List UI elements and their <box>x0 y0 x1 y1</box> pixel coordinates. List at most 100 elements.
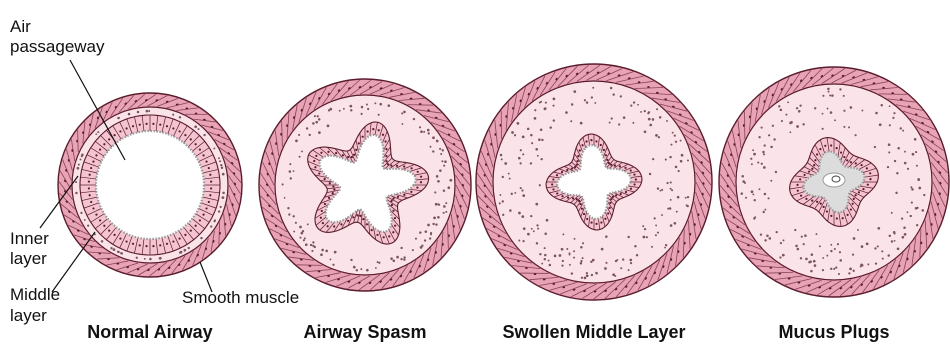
epithelial-nucleus <box>561 171 563 173</box>
tissue-dot <box>769 237 772 240</box>
airway-mucus-plugs <box>719 67 949 297</box>
tissue-dot <box>441 160 443 162</box>
tissue-dot <box>904 151 906 153</box>
tissue-dot <box>327 124 330 127</box>
epithelial-nucleus <box>576 198 578 200</box>
tissue-dot <box>643 236 646 239</box>
tissue-dot <box>553 97 556 100</box>
epithelial-nucleus <box>89 194 91 196</box>
tissue-dot <box>511 131 514 134</box>
epithelial-nucleus <box>614 165 616 167</box>
tissue-dot <box>591 274 593 276</box>
epithelial-nucleus <box>394 217 396 219</box>
tissue-dot <box>874 247 876 249</box>
epithelial-nucleus <box>858 191 860 193</box>
tissue-dot <box>538 138 541 141</box>
tissue-dot <box>907 168 909 170</box>
epithelial-nucleus <box>867 184 869 186</box>
tissue-dot <box>830 268 832 270</box>
tissue-dot <box>897 147 900 150</box>
tissue-dot <box>605 235 608 238</box>
epithelial-nucleus <box>552 178 554 180</box>
epithelial-nucleus <box>392 197 394 199</box>
tissue-dot <box>750 158 752 160</box>
tissue-dot <box>762 151 764 153</box>
tissue-dot <box>514 192 516 194</box>
tissue-dot <box>667 208 669 210</box>
tissue-dot <box>628 269 630 271</box>
tissue-dot <box>445 211 447 213</box>
tissue-dot <box>573 250 575 252</box>
tissue-dot <box>304 237 306 239</box>
tissue-dot <box>295 222 297 224</box>
tissue-dot <box>760 233 762 235</box>
epithelial-nucleus <box>836 217 838 219</box>
epithelial-nucleus <box>315 155 317 157</box>
tissue-dot <box>803 243 805 245</box>
tissue-dot <box>430 146 432 148</box>
epithelial-nucleus <box>88 187 90 189</box>
epithelial-nucleus <box>392 210 394 212</box>
epithelial-nucleus <box>615 194 617 196</box>
epithelial-nucleus <box>90 201 92 203</box>
tissue-dot <box>293 231 295 233</box>
tissue-dot <box>814 107 816 109</box>
tissue-dot <box>789 122 792 125</box>
tissue-dot <box>403 111 406 114</box>
epithelial-nucleus <box>210 187 212 189</box>
tissue-dot <box>592 87 594 89</box>
tissue-dot <box>523 227 526 230</box>
tissue-dot <box>539 184 541 186</box>
tissue-dot <box>670 224 673 227</box>
epithelial-nucleus <box>327 225 329 227</box>
epithelial-nucleus <box>387 163 389 165</box>
tissue-dot <box>361 113 363 115</box>
tissue-dot <box>328 109 330 111</box>
tissue-dot <box>782 239 784 241</box>
epithelial-nucleus <box>836 147 838 149</box>
tissue-dot <box>159 257 161 259</box>
epithelial-nucleus <box>202 154 204 156</box>
tissue-dot <box>754 216 756 218</box>
epithelial-nucleus <box>184 134 186 136</box>
epithelial-nucleus <box>824 145 826 147</box>
tissue-dot <box>439 148 441 150</box>
tissue-dot <box>520 187 522 189</box>
tissue-dot <box>675 141 677 143</box>
tissue-dot <box>321 249 324 252</box>
tissue-dot <box>530 134 533 137</box>
epithelial-nucleus <box>382 134 384 136</box>
tissue-dot <box>430 233 432 235</box>
tissue-dot <box>655 234 657 236</box>
epithelial-nucleus <box>195 143 197 145</box>
inner-layer-label-line2: layer <box>10 249 47 268</box>
epithelial-nucleus <box>416 186 418 188</box>
tissue-dot <box>758 136 760 138</box>
tissue-dot <box>501 158 503 160</box>
tissue-dot <box>829 95 831 97</box>
tissue-dot <box>390 257 393 260</box>
tissue-dot <box>623 116 626 119</box>
epithelial-nucleus <box>551 183 553 185</box>
tissue-dot <box>584 99 586 101</box>
tissue-dot <box>659 116 661 118</box>
tissue-dot <box>766 234 769 237</box>
tissue-dot <box>802 123 804 125</box>
tissue-dot <box>500 154 503 157</box>
tissue-dot <box>137 111 140 114</box>
tissue-dot <box>827 88 830 91</box>
middle-layer-label-line1: Middle <box>10 285 60 304</box>
tissue-dot <box>530 162 532 164</box>
tissue-dot <box>315 121 318 124</box>
tissue-dot <box>676 211 678 213</box>
epithelial-nucleus <box>866 167 868 169</box>
tissue-dot <box>649 173 651 175</box>
tissue-dot <box>312 241 314 243</box>
epithelial-nucleus <box>362 218 364 220</box>
tissue-dot <box>179 116 181 118</box>
tissue-dot <box>415 238 417 240</box>
tissue-dot <box>540 158 542 160</box>
tissue-dot <box>400 258 402 260</box>
tissue-dot <box>921 209 924 212</box>
tissue-dot <box>687 196 689 198</box>
